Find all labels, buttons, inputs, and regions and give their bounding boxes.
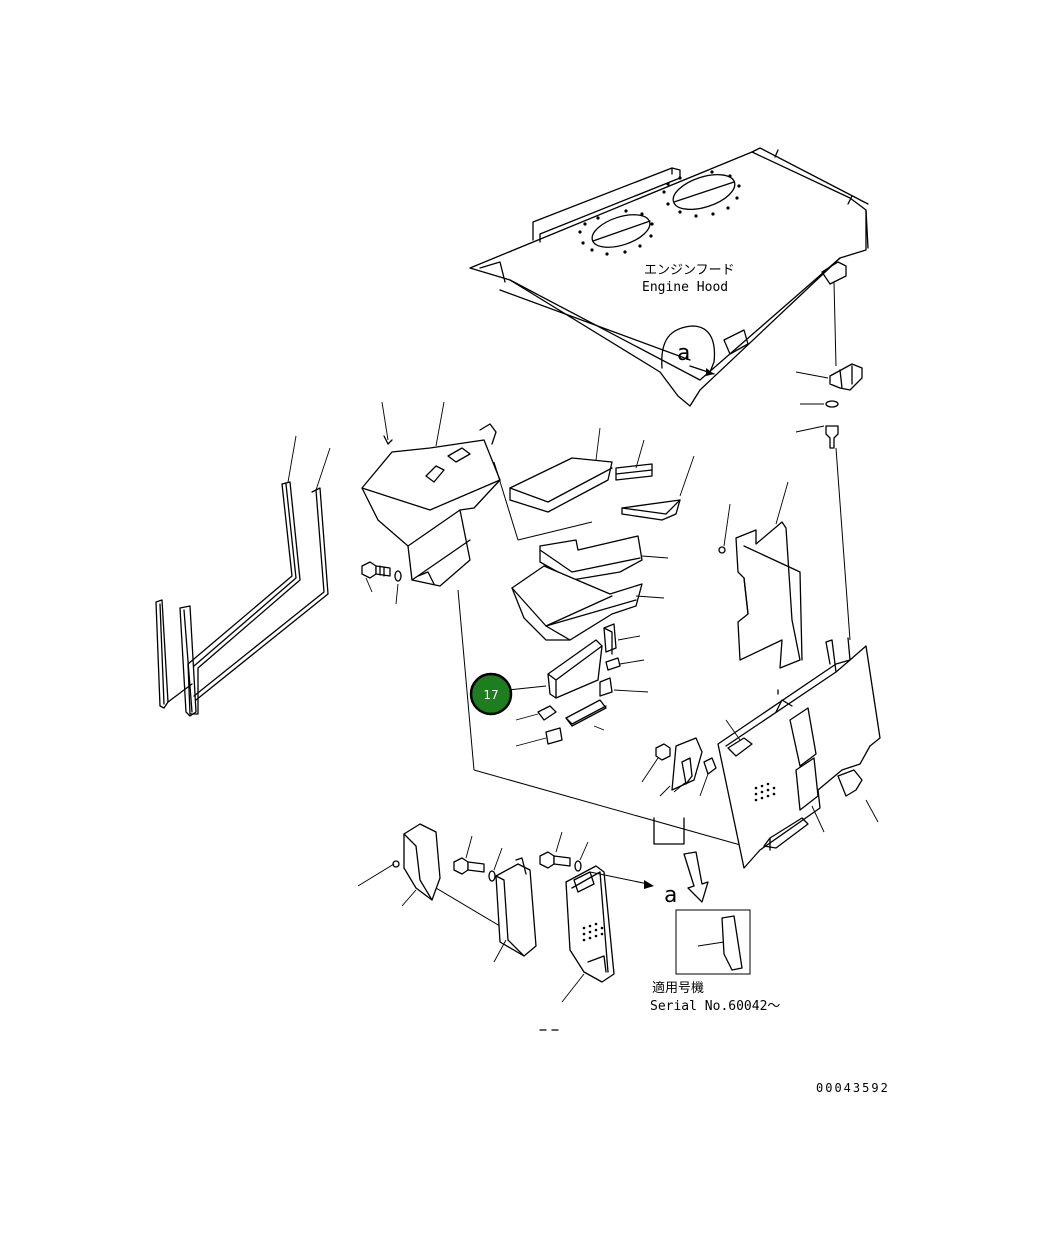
rear-door [717, 637, 881, 869]
serial-number-label: Serial No.60042～ [650, 999, 780, 1014]
reference-a-top: a [677, 341, 690, 366]
engine-hood-label-en: Engine Hood [642, 280, 728, 295]
callout-17[interactable]: 17 [469, 672, 513, 716]
bolt-and-washer-left [361, 561, 402, 605]
inner-cover-plate [539, 535, 669, 581]
detail-a-view: a 適用号機 Serial No.60042～ [539, 851, 780, 1031]
lower-door-vent-pattern [582, 922, 604, 942]
callout-17-leader [507, 685, 547, 691]
side-panel [718, 481, 803, 669]
lower-access-door [539, 831, 654, 1003]
latch-parts [641, 737, 717, 845]
serial-applicability-jp: 適用号機 [652, 980, 704, 996]
engine-hood-label-jp: エンジンフード [644, 263, 735, 278]
document-number: 00043592 [816, 1081, 890, 1095]
lower-side-cover [357, 823, 521, 939]
hood-bolt-holes [578, 170, 741, 256]
small-blocks [507, 623, 649, 747]
door-seal-frame [155, 435, 331, 717]
lower-bracket [453, 835, 537, 963]
hinge-assembly [795, 281, 863, 641]
reference-a-detail: a [664, 883, 677, 908]
engine-hood: エンジンフード Engine Hood a [469, 147, 869, 407]
door-vent-pattern [754, 782, 776, 802]
insulation-pads [509, 427, 695, 521]
callout-number[interactable]: 17 [483, 688, 498, 702]
callout-circle[interactable] [469, 672, 513, 716]
upper-cover-bracket [361, 401, 745, 847]
duct-cover [511, 565, 665, 641]
